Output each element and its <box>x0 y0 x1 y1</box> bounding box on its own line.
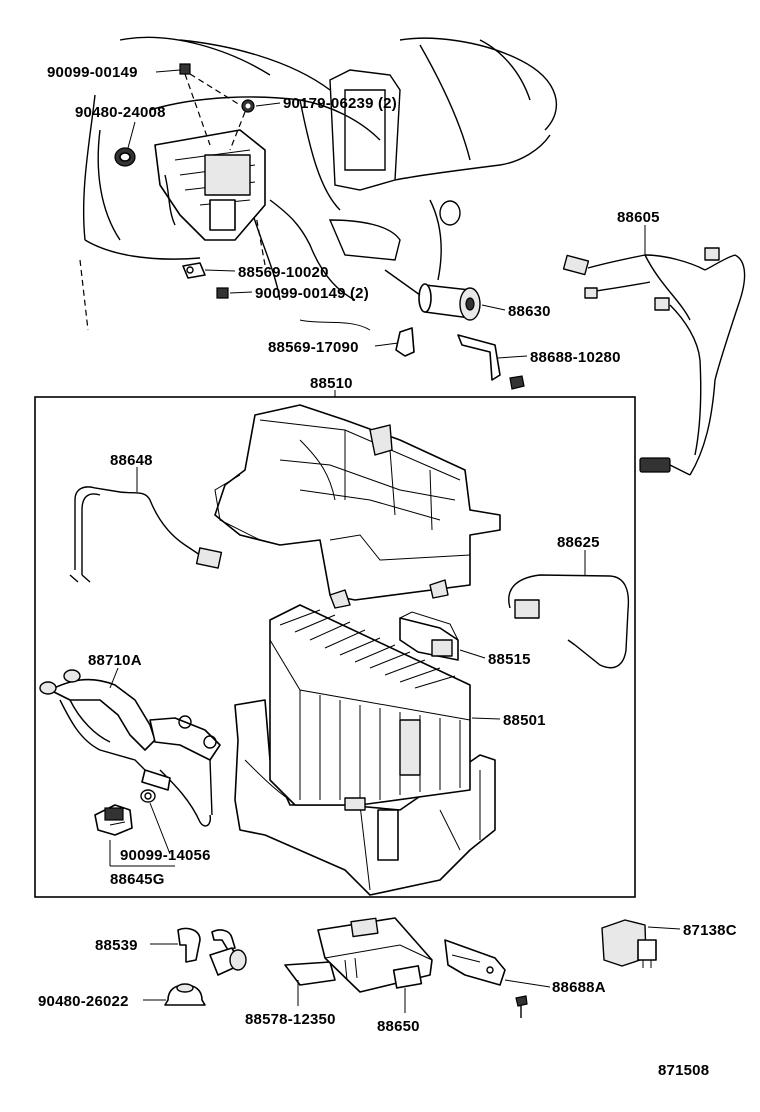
part-labels: 90099-00149 90480-24008 90179-06239 (2) … <box>38 64 737 1079</box>
bracket-88688-10280 <box>457 334 525 390</box>
label-88630: 88630 <box>508 303 551 320</box>
label-88605: 88605 <box>617 209 660 226</box>
clip-88569-10020 <box>182 262 206 279</box>
label-88710A: 88710A <box>88 652 142 669</box>
screw-90099-00149-x2 <box>216 287 229 299</box>
label-88539: 88539 <box>95 937 138 954</box>
wire-harness-88605 <box>562 247 746 476</box>
label-90480-24008: 90480-24008 <box>75 104 166 121</box>
label-88515: 88515 <box>488 651 531 668</box>
label-88650: 88650 <box>377 1018 420 1035</box>
pipe-88710A <box>39 669 221 827</box>
label-88625: 88625 <box>557 534 600 551</box>
instrument-panel-outline <box>79 36 558 331</box>
label-90099-00149-2: 90099-00149 (2) <box>255 285 369 302</box>
label-88578-12350: 88578-12350 <box>245 1011 336 1028</box>
screw-90099-00149-top <box>179 63 241 146</box>
label-88569-10020: 88569-10020 <box>238 264 329 281</box>
o-ring-90099-14056 <box>140 789 156 803</box>
label-87138C: 87138C <box>683 922 737 939</box>
label-88510: 88510 <box>310 375 353 392</box>
label-88648: 88648 <box>110 452 153 469</box>
evaporator-88501 <box>269 604 471 811</box>
clip-90179-06239 <box>229 99 255 151</box>
blower-bracket-assembly <box>114 129 266 241</box>
bracket-88569-17090 <box>395 327 415 357</box>
bracket-88688A <box>444 939 528 1018</box>
switch-88645G <box>94 804 133 836</box>
label-90480-26022: 90480-26022 <box>38 993 129 1010</box>
figure-number: 871508 <box>658 1062 709 1079</box>
part-88630-cylinder <box>384 199 481 321</box>
leader-lines <box>109 69 681 1013</box>
wire-88648 <box>69 486 223 583</box>
label-88501: 88501 <box>503 712 546 729</box>
amplifier-88650 <box>284 917 433 993</box>
upper-case <box>214 404 501 609</box>
relay-87138C <box>601 919 657 968</box>
grommet-90480-26022 <box>164 983 206 1006</box>
label-90099-00149: 90099-00149 <box>47 64 138 81</box>
label-88688-10280: 88688-10280 <box>530 349 621 366</box>
label-90179-06239: 90179-06239 (2) <box>283 95 397 112</box>
hose-88539 <box>177 927 247 976</box>
label-88645G: 88645G <box>110 871 165 888</box>
wire-88625 <box>508 574 630 669</box>
label-88688A: 88688A <box>552 979 606 996</box>
sensor-88515 <box>399 611 459 661</box>
label-88569-17090: 88569-17090 <box>268 339 359 356</box>
label-90099-14056: 90099-14056 <box>120 847 211 864</box>
